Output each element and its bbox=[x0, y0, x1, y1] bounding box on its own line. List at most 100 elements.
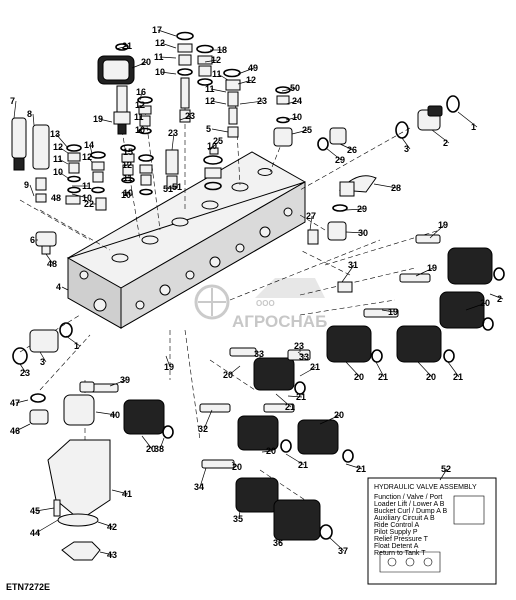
callout-number: 21 bbox=[378, 372, 388, 382]
callout-number: 51 bbox=[163, 184, 173, 194]
callout-number: 23 bbox=[20, 368, 30, 378]
callout-number: 10 bbox=[121, 190, 131, 200]
valve-manifold-block bbox=[66, 151, 306, 329]
callout-number: 21 bbox=[285, 402, 295, 412]
watermark-brand: АГРОСНАБ bbox=[232, 312, 327, 331]
callout-leader bbox=[58, 146, 69, 154]
callout-leader bbox=[55, 133, 69, 149]
callout-number: 11 bbox=[82, 181, 92, 191]
callout-number: 20 bbox=[354, 372, 364, 382]
callout-number: 43 bbox=[107, 550, 117, 560]
callout-leader bbox=[61, 286, 69, 291]
callout-number: 20 bbox=[223, 370, 233, 380]
callout-leader bbox=[457, 111, 478, 128]
callout-leader bbox=[165, 355, 171, 368]
callout-number: 31 bbox=[348, 260, 358, 270]
callout-leader bbox=[123, 193, 128, 196]
callout-number: 47 bbox=[10, 398, 20, 408]
callout-leader bbox=[237, 67, 255, 75]
callout-number: 21 bbox=[356, 464, 366, 474]
callout-leader bbox=[15, 399, 29, 404]
callout-number: 51 bbox=[172, 182, 182, 192]
right-upper-fittings bbox=[307, 95, 460, 293]
callout-number: 25 bbox=[302, 125, 312, 135]
callout-leader bbox=[160, 71, 177, 75]
callout-leader bbox=[157, 29, 177, 37]
callout-leader bbox=[98, 118, 113, 123]
callout-number: 21 bbox=[122, 41, 132, 51]
callout-leader bbox=[95, 411, 117, 416]
callout-leader bbox=[159, 56, 177, 59]
callout-leader bbox=[141, 435, 153, 450]
callout-number: 11 bbox=[212, 69, 222, 79]
callout-number: 1 bbox=[74, 341, 79, 351]
callout-leader bbox=[217, 73, 229, 81]
callout-leader bbox=[329, 537, 345, 552]
callout-leader bbox=[345, 361, 361, 378]
callout-number: 25 bbox=[213, 136, 223, 146]
right-solenoid-row bbox=[326, 234, 505, 363]
callout-leader bbox=[285, 453, 305, 466]
callout-number: 2 bbox=[443, 138, 448, 148]
callout-number: 11 bbox=[123, 173, 133, 183]
callout-number: 13 bbox=[50, 129, 60, 139]
callout-leader bbox=[281, 87, 297, 92]
callout-number: 11 bbox=[205, 84, 215, 94]
callout-number: 12 bbox=[135, 100, 145, 110]
callout-number: 20 bbox=[334, 410, 344, 420]
callout-leader bbox=[429, 224, 445, 239]
callout-number: 21 bbox=[298, 460, 308, 470]
callout-number: 14 bbox=[84, 140, 94, 150]
callout-number: 33 bbox=[254, 349, 264, 359]
callout-number: 1 bbox=[471, 122, 476, 132]
callout-number: 18 bbox=[217, 45, 227, 55]
callout-number: 4 bbox=[56, 282, 61, 292]
callout-leader bbox=[401, 137, 411, 150]
callout-number: 40 bbox=[110, 410, 120, 420]
callout-leader bbox=[373, 183, 398, 189]
callout-leader bbox=[87, 156, 93, 163]
callout-leader bbox=[71, 193, 89, 199]
callout-leader bbox=[210, 88, 227, 93]
callout-number: 20 bbox=[266, 446, 276, 456]
callout-number: 12 bbox=[246, 75, 256, 85]
callout-number: 10 bbox=[135, 125, 145, 135]
callout-leader bbox=[13, 100, 17, 119]
callout-number: 34 bbox=[194, 482, 204, 492]
callout-leader bbox=[123, 191, 130, 194]
callout-number: 5 bbox=[206, 124, 211, 134]
callout-number: 39 bbox=[120, 375, 130, 385]
callout-leader bbox=[210, 100, 227, 105]
callout-leader bbox=[345, 463, 363, 470]
callout-number: 12 bbox=[155, 38, 165, 48]
callout-number: 10 bbox=[155, 67, 165, 77]
left-valve-stack bbox=[11, 117, 107, 255]
decal-row: Float Detent A bbox=[374, 543, 419, 550]
callout-number: 48 bbox=[51, 193, 61, 203]
callout-leader bbox=[58, 171, 69, 179]
callout-number: 3 bbox=[404, 144, 409, 154]
callout-leader bbox=[203, 409, 213, 430]
watermark-prefix: ООО bbox=[256, 299, 275, 308]
callout-leader bbox=[58, 158, 69, 165]
callout-leader bbox=[325, 147, 342, 161]
decal-row: Pilot Supply P bbox=[374, 529, 418, 536]
callout-leader bbox=[341, 264, 355, 283]
decal-row: Return to Tank T bbox=[374, 550, 426, 557]
callout-leader bbox=[160, 42, 177, 49]
decal-row: Relief Pressure T bbox=[374, 536, 429, 543]
callout-number: 11 bbox=[53, 154, 63, 164]
callout-leader bbox=[15, 423, 31, 432]
decal-row: Bucket Curl / Dump A B bbox=[374, 508, 447, 515]
callout-number: 10 bbox=[82, 193, 92, 203]
callout-number: 11 bbox=[154, 52, 164, 62]
callout-leader bbox=[285, 100, 299, 105]
callout-number: 19 bbox=[427, 263, 437, 273]
callout-number: 3 bbox=[40, 357, 45, 367]
callout-leader bbox=[131, 61, 148, 69]
callout-leader bbox=[139, 91, 143, 101]
callout-number: 29 bbox=[357, 204, 367, 214]
callout-number: 15 bbox=[123, 147, 133, 157]
callout-leader bbox=[261, 450, 273, 453]
